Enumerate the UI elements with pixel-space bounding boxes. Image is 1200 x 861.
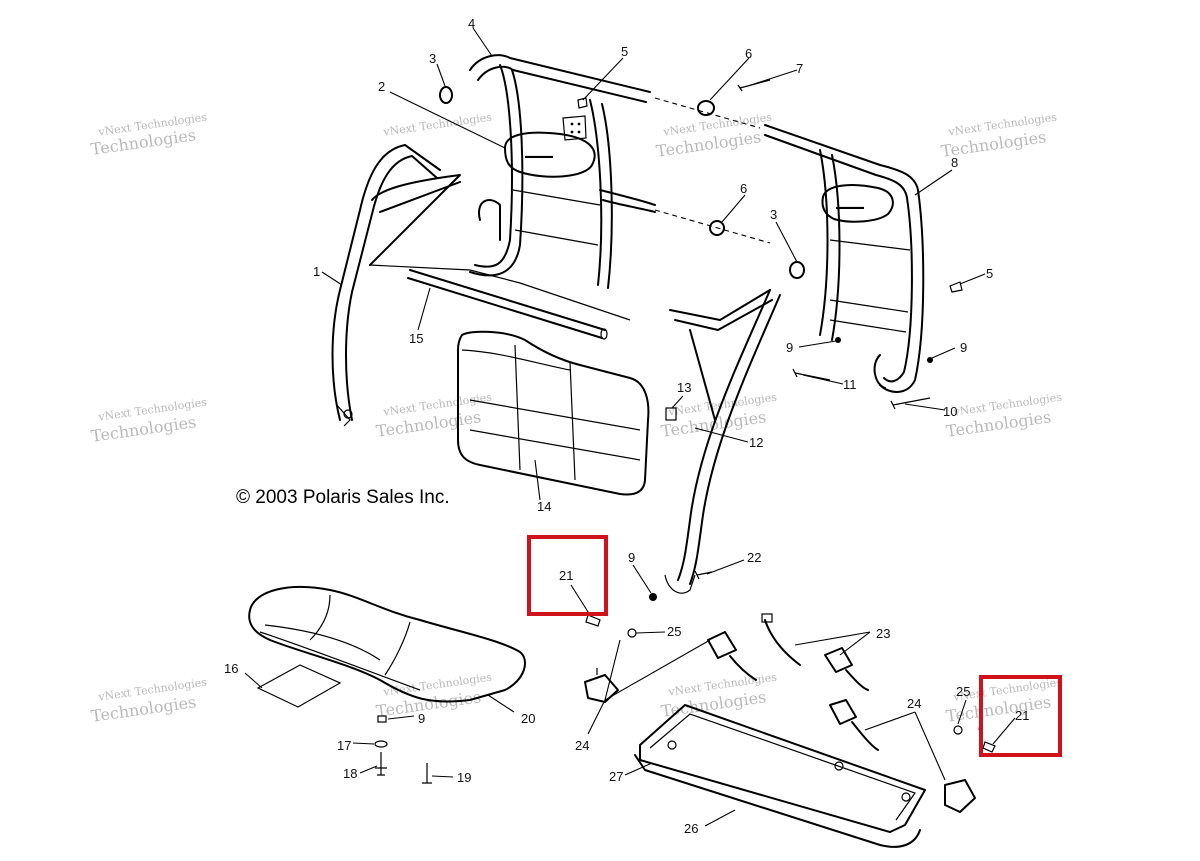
callout-16: 16 [224,661,238,676]
front-support-tube[interactable] [664,289,781,594]
callout-10: 10 [943,404,957,419]
tube-coupler-upper[interactable] [697,100,715,116]
bushing-left[interactable] [439,86,453,104]
callout-25: 25 [956,684,970,699]
seat-base-pan[interactable] [634,754,921,848]
seat-belt-buckle-upper[interactable] [824,647,869,691]
callout-labels: 1 2 3 3 4 5 5 6 6 7 8 9 9 9 9 10 11 12 1… [224,16,1029,836]
callout-22: 22 [747,550,761,565]
stud-18[interactable] [375,752,387,776]
seat-back-cushion[interactable] [457,330,650,496]
callout-20: 20 [521,711,535,726]
callout-27: 27 [609,769,623,784]
seat-base-frame[interactable] [639,704,926,833]
callout-23: 23 [876,626,890,641]
seat-latch-left[interactable] [584,668,619,703]
seat-belt-buckle-left[interactable] [707,631,757,681]
seat-back-pad-right[interactable]: ▬▬▬▬ [821,184,894,223]
seat-bottom-cushion[interactable] [248,586,526,703]
callout-5: 5 [621,44,628,59]
screw-5-right[interactable] [949,281,963,293]
seat-back-pad-left[interactable]: ▬▬▬▬ [504,131,596,178]
copyright-text: © 2003 Polaris Sales Inc. [236,487,450,508]
callout-13: 13 [677,380,691,395]
callout-21: 21 [559,568,573,583]
mounting-bracket[interactable] [562,115,587,141]
callout-14: 14 [537,499,551,514]
highlight-box-part-21-left[interactable] [527,535,608,616]
callout-9: 9 [960,340,967,355]
highlight-box-part-21-right[interactable] [979,675,1062,757]
nut-9-seat[interactable] [377,715,387,723]
pin-21-left[interactable] [585,614,601,627]
callout-12: 12 [749,435,763,450]
bolt-22[interactable] [694,570,713,580]
callout-24: 24 [907,696,921,711]
washer-17[interactable] [374,740,388,748]
callout-18: 18 [343,766,357,781]
callout-9: 9 [628,550,635,565]
callout-8: 8 [951,155,958,170]
seat-latch-right[interactable] [944,779,976,813]
callout-9: 9 [418,711,425,726]
cross-tube[interactable] [407,269,608,340]
clip-13[interactable] [665,407,677,421]
callout-5: 5 [986,266,993,281]
right-back-frame[interactable] [764,124,925,393]
callout-1: 1 [313,264,320,279]
callout-3: 3 [770,207,777,222]
callout-11: 11 [843,377,857,392]
callout-7: 7 [796,61,803,76]
seat-belt-buckle-center[interactable] [829,699,879,751]
nut-25-left[interactable] [627,628,637,638]
nut-9-upper-left[interactable] [835,337,841,343]
callout-3: 3 [429,51,436,66]
stud-19[interactable] [422,763,432,784]
nut-25-right[interactable] [953,725,963,735]
screw-5-center[interactable] [577,97,588,109]
pin-21-right[interactable] [982,741,996,753]
bolt-10[interactable] [890,397,931,410]
seat-pad-16[interactable] [256,664,342,708]
leader-lines [244,27,1016,827]
callout-17: 17 [337,738,351,753]
tube-coupler-lower[interactable] [709,220,725,236]
callout-4: 4 [468,16,475,31]
svg-text:▬▬▬▬: ▬▬▬▬ [525,153,553,160]
bolt-11[interactable] [792,368,831,381]
callout-15: 15 [409,331,423,346]
svg-text:▬▬▬▬: ▬▬▬▬ [836,204,864,211]
callout-24: 24 [575,738,589,753]
callout-25: 25 [667,624,681,639]
callout-2: 2 [378,79,385,94]
bushing-right[interactable] [789,261,805,279]
center-back-frame[interactable] [469,54,656,289]
callout-26: 26 [684,821,698,836]
seat-belt-strap-upper[interactable] [761,613,801,666]
callout-6: 6 [745,46,752,61]
callout-6: 6 [740,181,747,196]
callout-19: 19 [457,770,471,785]
left-rop-frame[interactable] [331,144,631,427]
callout-21: 21 [1015,708,1029,723]
bolt-7[interactable] [737,79,771,92]
nut-9-upper-right[interactable] [927,357,933,363]
callout-9: 9 [786,340,793,355]
nut-9-lower[interactable] [649,593,657,601]
